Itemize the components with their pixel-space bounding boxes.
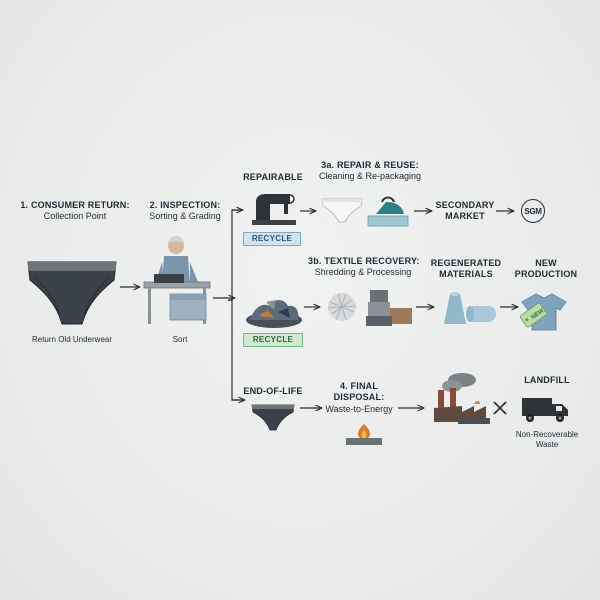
- repair-reuse-subtitle: Cleaning & Re-packaging: [318, 171, 422, 181]
- landfill-caption-2: Waste: [535, 440, 559, 449]
- shredder-machine-icon: [366, 290, 412, 326]
- repairable-title: REPAIRABLE: [243, 172, 303, 182]
- iron-icon: [367, 196, 409, 227]
- inspection-worker-icon: [143, 236, 211, 324]
- inspection-title: 2. INSPECTION:: [149, 200, 221, 210]
- recovery-recycle-tag: RECYCLE: [243, 333, 303, 347]
- fiber-fluff-icon: [327, 293, 357, 321]
- textile-recovery-subtitle: Shredding & Processing: [314, 267, 412, 277]
- new-production-title-1: NEW: [535, 258, 557, 268]
- factory-icon: [434, 373, 490, 424]
- clean-underwear-icon: [321, 198, 363, 223]
- x-mark-icon: [493, 401, 507, 415]
- consumer-return-caption: Return Old Underwear: [31, 335, 113, 344]
- inspection-subtitle: Sorting & Grading: [149, 211, 221, 221]
- branch-connector: [228, 209, 243, 401]
- final-disposal-title-2: DISPOSAL:: [333, 392, 385, 402]
- worn-underwear-icon: [251, 404, 295, 431]
- sgm-logo-text: SGM: [524, 206, 542, 216]
- repairable-recycle-tag: RECYCLE: [243, 232, 301, 246]
- textile-recovery-title: 3b. TEXTILE RECOVERY:: [308, 256, 420, 266]
- underwear-icon: [27, 261, 117, 325]
- consumer-return-subtitle: Collection Point: [43, 211, 107, 221]
- inspection-caption: Sort: [172, 335, 188, 344]
- sgm-logo: SGM: [521, 199, 545, 223]
- tshirt-tag-icon: NEW: [520, 293, 567, 331]
- consumer-return-title: 1. CONSUMER RETURN:: [20, 200, 130, 210]
- regenerated-title-2: MATERIALS: [439, 269, 493, 279]
- landfill-title: LANDFILL: [524, 375, 570, 385]
- landfill-caption-1: Non-Recoverable: [515, 430, 579, 439]
- regenerated-title-1: REGENERATED: [430, 258, 502, 268]
- repair-reuse-title: 3a. REPAIR & REUSE:: [321, 160, 419, 170]
- garbage-truck-icon: [522, 398, 568, 422]
- final-disposal-subtitle: Waste-to-Energy: [325, 404, 393, 414]
- secondary-market-title-1: SECONDARY: [435, 200, 495, 210]
- new-production-title-2: PRODUCTION: [514, 269, 578, 279]
- end-of-life-title: END-OF-LIFE: [243, 386, 303, 396]
- yarn-cones-icon: [444, 292, 496, 324]
- secondary-market-title-2: MARKET: [445, 211, 485, 221]
- fire-icon: [346, 424, 382, 445]
- textile-pile-icon: [246, 300, 302, 328]
- final-disposal-title-1: 4. FINAL: [339, 381, 379, 391]
- sewing-machine-icon: [252, 194, 296, 225]
